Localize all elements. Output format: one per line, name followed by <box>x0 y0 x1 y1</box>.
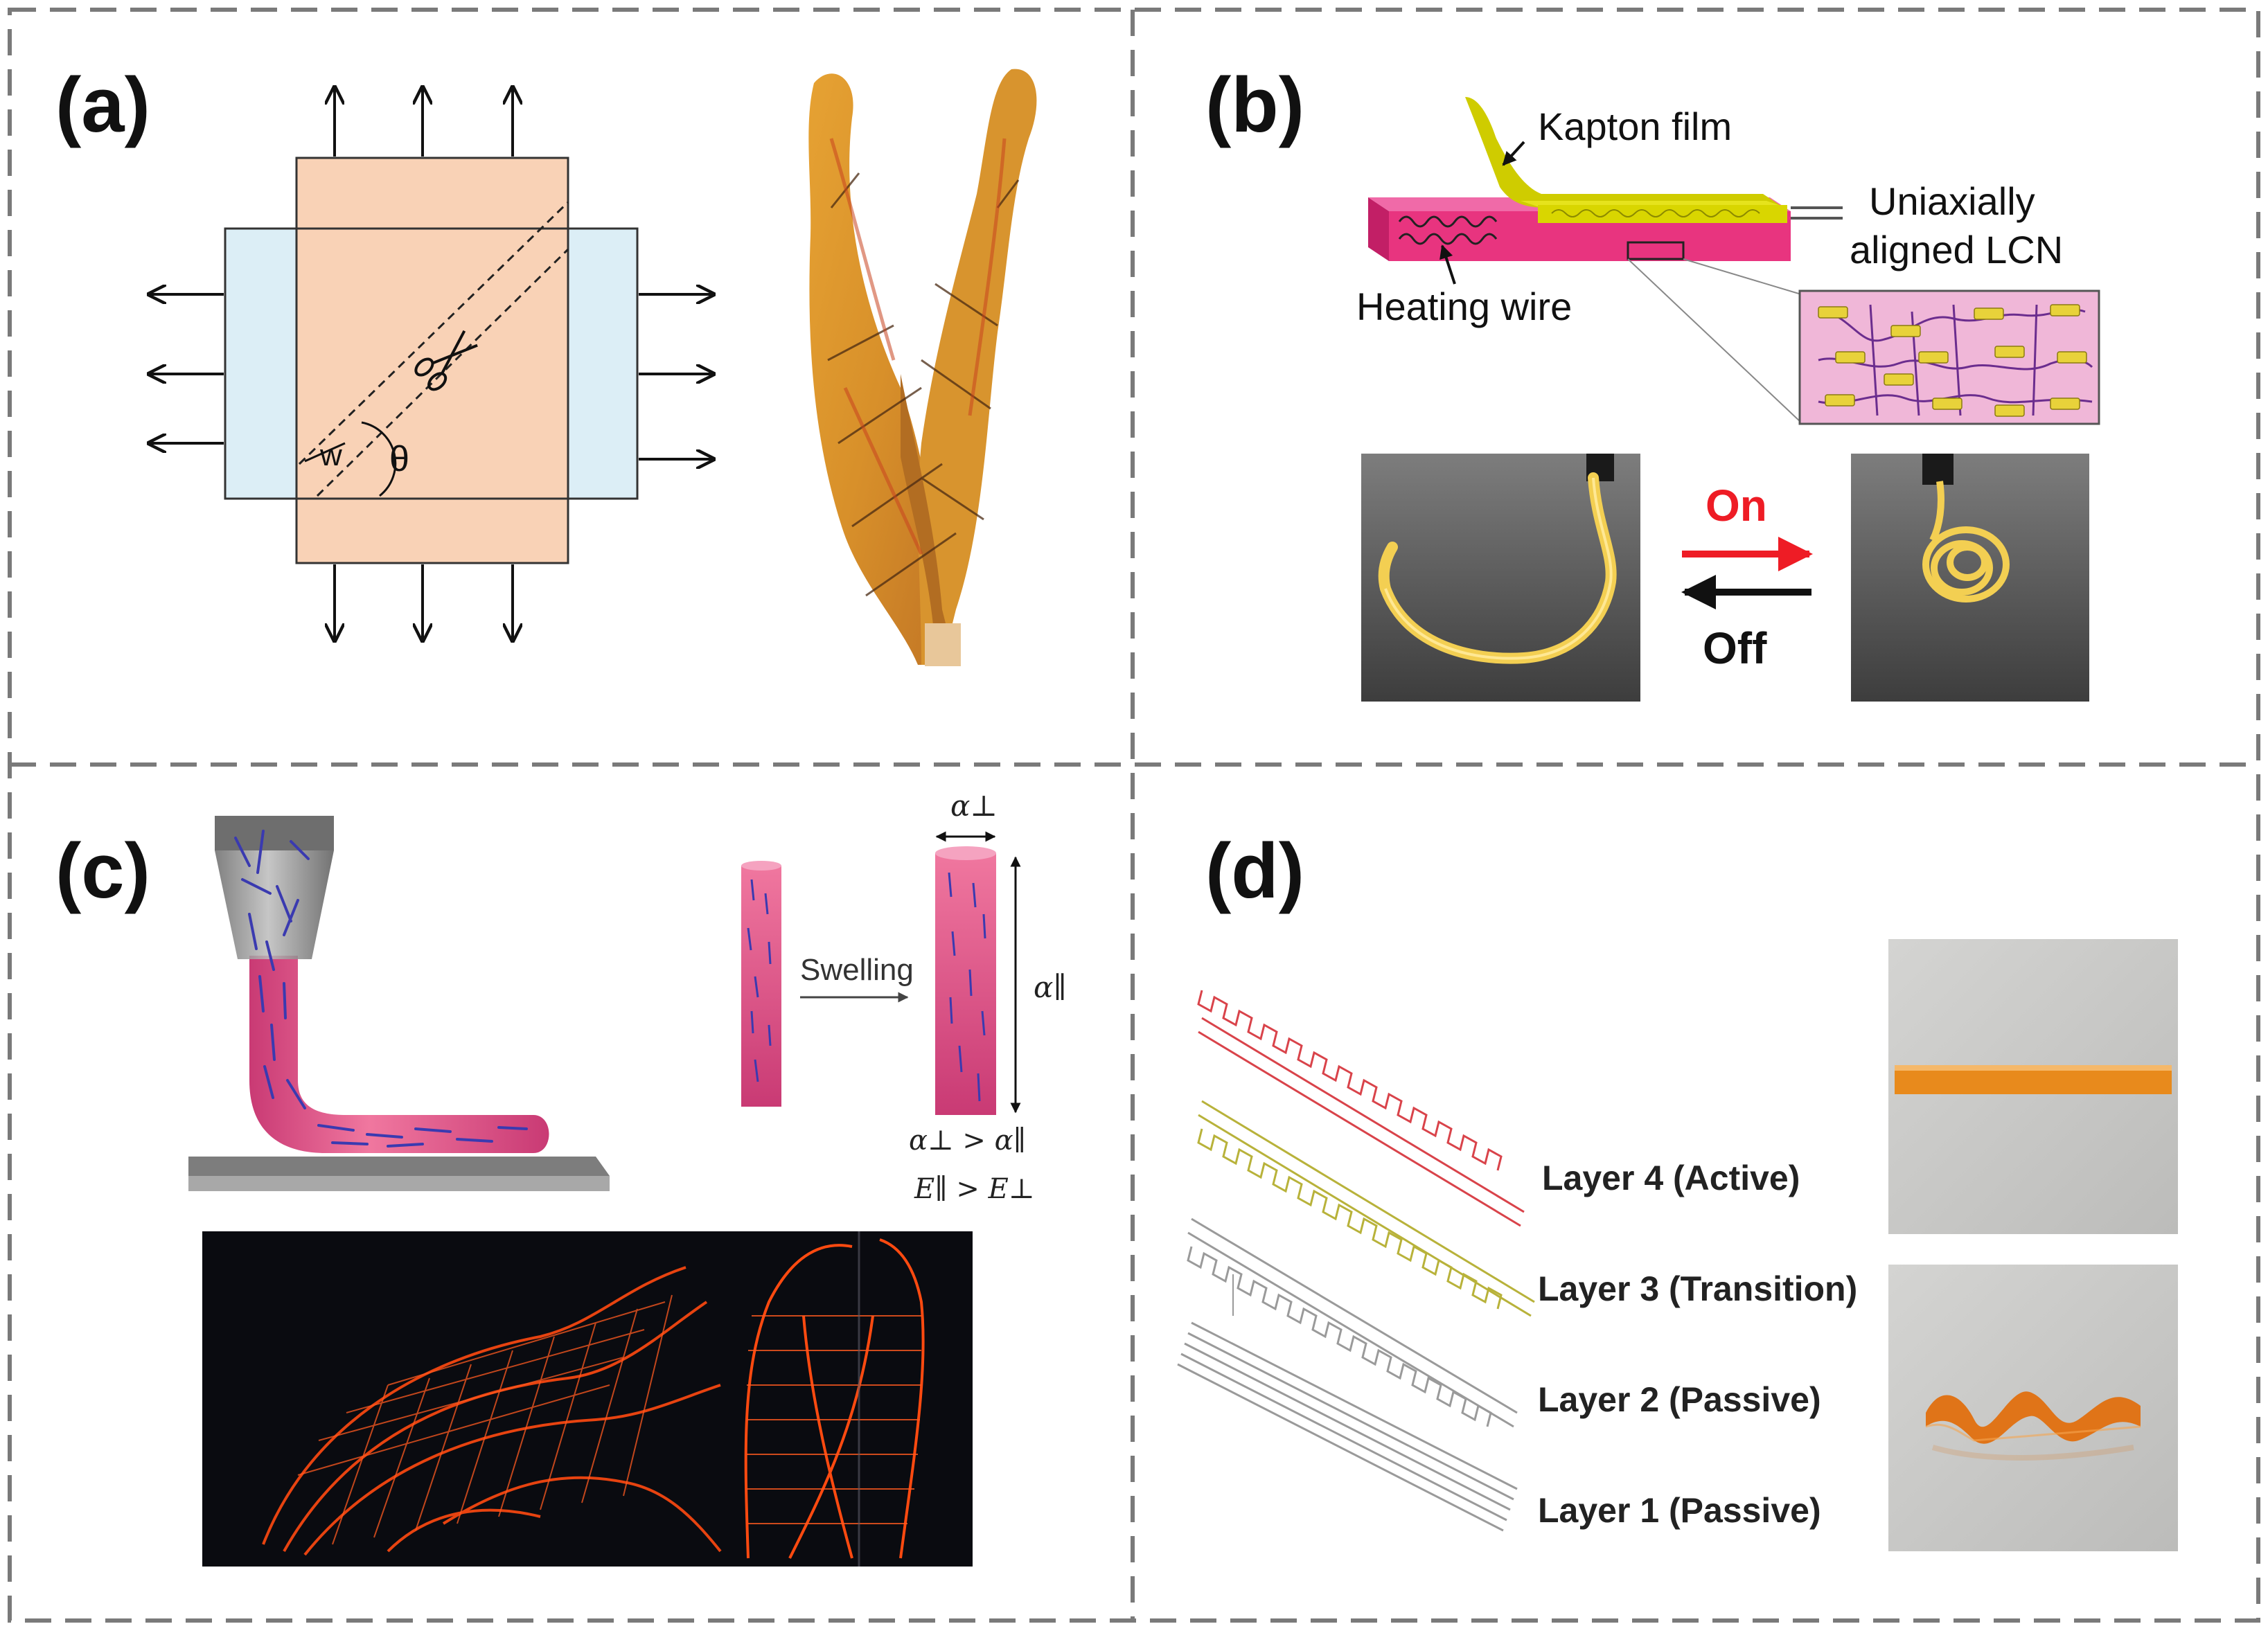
relation-modulus: E∥ > E⊥ <box>914 1173 1034 1205</box>
relation-alpha: α⊥ > α∥ <box>909 1125 1026 1157</box>
kapton-film <box>1465 97 1843 223</box>
on-label: On <box>1706 481 1767 530</box>
panel-borders <box>8 8 2260 1623</box>
print-nozzle <box>215 816 334 959</box>
panel-a: (a) w θ <box>55 62 1037 666</box>
printed-lattice-photo <box>202 1231 973 1567</box>
swelling-label: Swelling <box>800 953 914 987</box>
layer1-label: Layer 1 (Passive) <box>1538 1491 1821 1530</box>
alpha-perp-label: α⊥ <box>950 789 998 823</box>
printed-fiber <box>249 956 549 1153</box>
layer1-pattern <box>1177 1274 1518 1532</box>
fiber-after-swelling <box>935 846 996 1115</box>
angle-symbol: θ <box>389 439 409 479</box>
lcn-network-inset <box>1798 289 2100 425</box>
heating-label: Heating wire <box>1356 285 1572 328</box>
fiber-before-swelling <box>741 861 781 1107</box>
width-symbol: w <box>319 438 342 472</box>
cut-lines <box>298 201 569 497</box>
panel-d: (d) Layer 4 (Active) Layer 3 (Transition… <box>1177 828 2178 1551</box>
layer4-pattern <box>1198 1017 1525 1227</box>
layer2-label: Layer 2 (Passive) <box>1538 1380 1821 1419</box>
panel-a-label: (a) <box>55 62 150 148</box>
panel-b: (b) Kapton film Uniaxially aligned LCN H… <box>1205 62 2100 702</box>
panel-c: (c) <box>55 789 1067 1567</box>
kapton-label: Kapton film <box>1538 105 1732 148</box>
fiber-orientation-marks <box>234 830 528 1148</box>
layer3-label: Layer 3 (Transition) <box>1538 1269 1857 1308</box>
layer3-pattern <box>1198 1100 1535 1317</box>
alpha-par-label: α∥ <box>1034 970 1067 1004</box>
origami-photo <box>808 69 1037 666</box>
tension-arrows <box>149 87 714 641</box>
actuator-photo-off <box>1361 454 1640 702</box>
twisted-strip-photo <box>1888 1265 2178 1551</box>
flat-strip-photo <box>1888 939 2178 1234</box>
actuator-photo-on <box>1851 454 2089 702</box>
panel-b-label: (b) <box>1205 62 1304 148</box>
uniaxially-label: Uniaxially <box>1869 179 2035 223</box>
scissors-icon <box>414 330 478 391</box>
off-label: Off <box>1703 623 1767 673</box>
aligned-label: aligned LCN <box>1850 228 2063 271</box>
panel-c-label: (c) <box>55 828 150 914</box>
panel-d-label: (d) <box>1205 828 1304 914</box>
layer4-label: Layer 4 (Active) <box>1542 1159 1800 1197</box>
